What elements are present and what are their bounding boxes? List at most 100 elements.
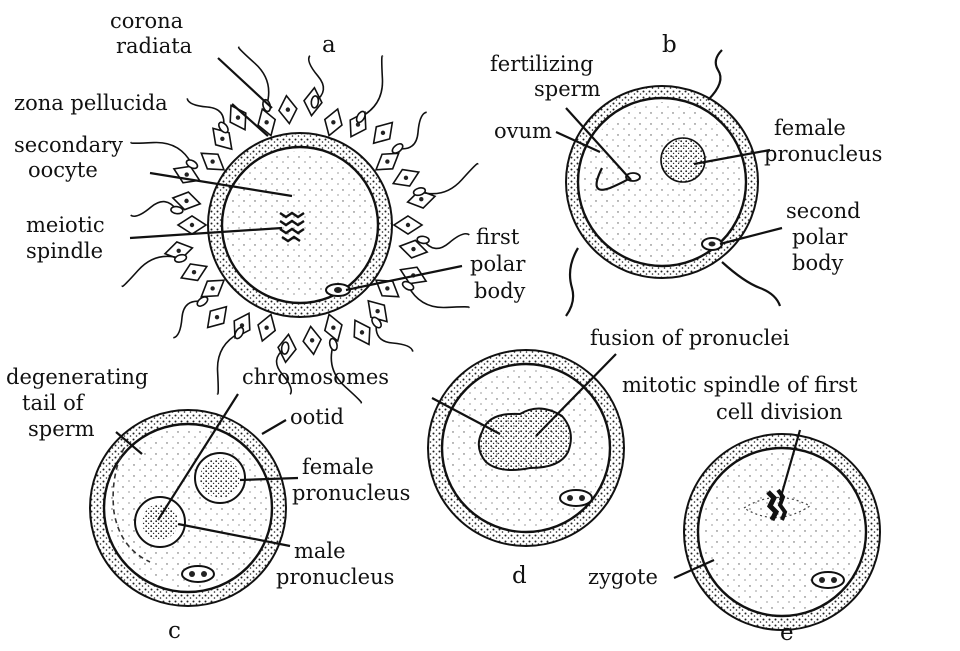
label-second-polar-body: second polar body xyxy=(786,199,867,275)
label-ootid-line-1: ootid xyxy=(290,405,344,429)
polar-body-e-nucleus-2 xyxy=(831,577,837,583)
label-mitotic-spindle-line-1: mitotic spindle of first xyxy=(622,373,858,397)
sperm-tail xyxy=(239,47,269,105)
label-meiotic-spindle-line-1: meiotic xyxy=(26,213,105,237)
panel-a: a corona radiata zona pellucida secondar… xyxy=(14,9,532,403)
sperm-tail-b1 xyxy=(708,50,722,100)
label-secondary-oocyte: secondary oocyte xyxy=(14,133,130,182)
sperm-head xyxy=(171,206,184,214)
sperm-tail xyxy=(122,256,180,286)
sperm-tail-b3 xyxy=(722,262,780,306)
panel-letter-d: d xyxy=(512,563,527,589)
sperm-head xyxy=(196,295,210,308)
corona-cell-nucleus xyxy=(192,270,196,274)
label-mitotic-spindle: mitotic spindle of first cell division xyxy=(622,373,864,424)
polar-bodies-e xyxy=(812,572,844,588)
polar-body-c-nucleus-2 xyxy=(201,571,207,577)
label-first-polar-body-line-3: body xyxy=(474,279,526,303)
panel-b: b fertilizing sperm ovum female pronucle… xyxy=(490,32,882,316)
label-first-polar-body: first polar body xyxy=(470,225,532,303)
corona-cell-nucleus xyxy=(385,286,389,290)
panel-letter-b: b xyxy=(662,32,677,58)
sperm-tail xyxy=(173,301,202,338)
label-male-pronucleus-line-1: male xyxy=(294,539,346,563)
corona-cell-nucleus xyxy=(385,159,389,163)
corona-cell-nucleus xyxy=(331,120,335,124)
label-secondary-oocyte-line-1: secondary xyxy=(14,133,123,157)
label-zygote-line-1: zygote xyxy=(588,565,658,589)
label-female-pronucleus-c-line-2: pronucleus xyxy=(292,481,410,505)
leader-ootid xyxy=(262,420,286,434)
sperm-head xyxy=(281,342,289,355)
ovum-cytoplasm-b xyxy=(582,102,742,262)
label-zona-pellucida: zona pellucida xyxy=(14,91,168,115)
label-fusion-line-1: fusion of pronuclei xyxy=(590,326,790,350)
label-degenerating-tail-line-3: sperm xyxy=(28,417,95,441)
corona-cell-nucleus xyxy=(360,330,364,334)
corona-cell-nucleus xyxy=(210,159,214,163)
label-fertilizing-sperm: fertilizing sperm xyxy=(490,52,601,101)
sperm-tail xyxy=(398,112,427,149)
corona-cell-nucleus xyxy=(310,338,314,342)
corona-cell-nucleus xyxy=(381,131,385,135)
label-degenerating-tail-line-2: tail of xyxy=(22,391,86,415)
label-zona-pellucida-line-1: zona pellucida xyxy=(14,91,168,115)
label-female-pronucleus-b-line-2: pronucleus xyxy=(764,142,882,166)
first-polar-body-nucleus xyxy=(334,287,342,293)
label-mitotic-spindle-line-2: cell division xyxy=(716,400,843,424)
polar-body-d-nucleus-2 xyxy=(579,495,585,501)
corona-cell-nucleus xyxy=(190,223,194,227)
second-polar-body-nucleus xyxy=(709,242,716,247)
label-corona-radiata-line-2: radiata xyxy=(116,34,192,58)
label-corona-radiata: corona radiata xyxy=(110,9,192,58)
corona-cell-nucleus xyxy=(220,137,224,141)
corona-cell-nucleus xyxy=(264,326,268,330)
panel-letter-a: a xyxy=(322,32,336,58)
zygote-e-cytoplasm xyxy=(702,452,862,612)
sperm-tail xyxy=(131,202,177,217)
sperm-head xyxy=(391,142,405,155)
label-meiotic-spindle: meiotic spindle xyxy=(26,213,111,263)
label-fertilizing-sperm-line-2: sperm xyxy=(534,77,601,101)
sperm-tail xyxy=(361,56,383,117)
corona-cell-nucleus xyxy=(264,120,268,124)
sperm-tail-b2 xyxy=(566,248,578,316)
label-ovum-line-1: ovum xyxy=(494,119,552,143)
label-chromosomes-line-1: chromosomes xyxy=(242,365,389,389)
sperm-head xyxy=(311,96,319,109)
label-meiotic-spindle-line-2: spindle xyxy=(26,239,103,263)
corona-cell-nucleus xyxy=(404,176,408,180)
fused-pronuclei-d xyxy=(479,408,571,470)
label-male-pronucleus: male pronucleus xyxy=(276,539,394,589)
corona-cell-nucleus xyxy=(236,115,240,119)
sperm-tail xyxy=(423,234,469,249)
polar-body-d-nucleus-1 xyxy=(567,495,573,501)
corona-cell-nucleus xyxy=(419,197,423,201)
corona-cell-nucleus xyxy=(406,223,410,227)
male-pronucleus-c-chromatin xyxy=(142,504,178,540)
panel-letter-e: e xyxy=(780,620,794,646)
corona-cell-nucleus xyxy=(215,315,219,319)
label-female-pronucleus-c-line-1: female xyxy=(302,455,374,479)
polar-bodies-c xyxy=(182,566,214,582)
sperm-tail xyxy=(419,164,477,194)
label-zygote: zygote xyxy=(588,565,658,589)
corona-cell-nucleus xyxy=(210,286,214,290)
female-pronucleus-b xyxy=(661,138,705,182)
label-second-polar-body-line-1: second xyxy=(786,199,861,223)
label-secondary-oocyte-line-2: oocyte xyxy=(28,158,98,182)
sperm-tail xyxy=(217,333,239,394)
label-male-pronucleus-line-2: pronucleus xyxy=(276,565,394,589)
label-first-polar-body-line-1: first xyxy=(476,225,520,249)
label-corona-radiata-line-1: corona xyxy=(110,9,183,33)
label-second-polar-body-line-2: polar xyxy=(792,225,848,249)
sperm-tail xyxy=(376,323,413,352)
label-ootid: ootid xyxy=(290,405,344,429)
panel-letter-c: c xyxy=(168,618,181,644)
label-ovum: ovum xyxy=(494,119,552,143)
sperm-tail xyxy=(131,142,192,164)
leader-corona-radiata xyxy=(218,58,272,108)
sperm-head xyxy=(417,236,430,244)
panel-e: e mitotic spindle of first cell division… xyxy=(588,373,880,646)
